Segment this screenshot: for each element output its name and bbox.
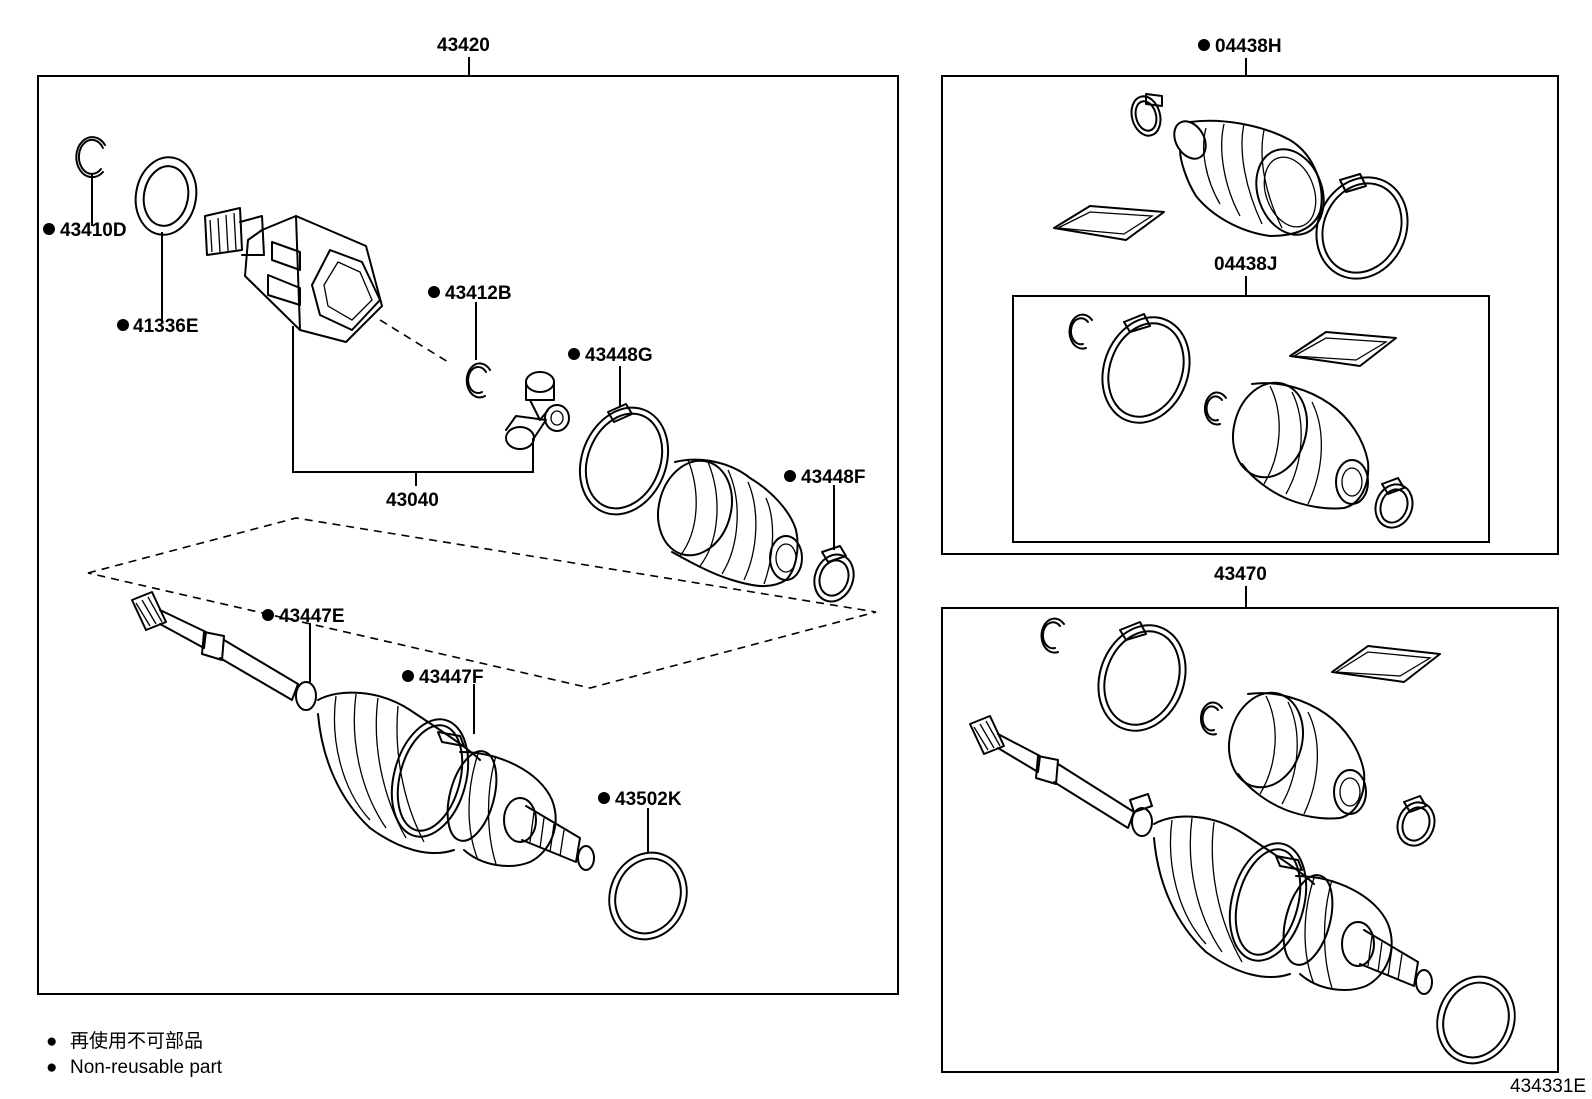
kit-h-large-clamp[interactable]: [1300, 162, 1424, 293]
shaft-assy-small-ring[interactable]: [1199, 701, 1223, 736]
legend-japanese-text: 再使用不可部品: [70, 1030, 203, 1052]
part-label-43447F: 43447F: [419, 667, 483, 688]
assembly-43470-box: 43470: [941, 564, 1559, 1073]
assembly-04438H-label: 04438H: [1215, 36, 1282, 57]
shaft-assy-outer-cv-joint[interactable]: [1153, 815, 1433, 995]
boot-clamp-43447E[interactable]: 43447E: [262, 606, 345, 682]
kit-j-large-clamp[interactable]: [1088, 305, 1204, 435]
shaft-assy-grease-packet[interactable]: [1331, 645, 1441, 683]
part-label-43448F: 43448F: [801, 467, 865, 488]
shaft-assy-drive-shaft[interactable]: [969, 715, 1153, 837]
tulip-housing[interactable]: [204, 207, 449, 363]
shaft-assy-inner-boot[interactable]: [1219, 684, 1367, 820]
kit-j-boot[interactable]: [1223, 374, 1370, 510]
assembly-43420-label: 43420: [437, 35, 490, 56]
legend-marker-1: ●: [46, 1031, 57, 1052]
inner-boot[interactable]: [648, 452, 803, 587]
boot-clamp-43448G[interactable]: 43448G: [564, 345, 683, 528]
part-label-43448G: 43448G: [585, 345, 653, 366]
shaft-assy-small-clamp[interactable]: [1392, 795, 1441, 851]
boot-clamp-43448F[interactable]: 43448F: [784, 467, 865, 607]
kit-h-small-clamp[interactable]: [1127, 93, 1164, 139]
boot-kit-04438J-box: 04438J: [1012, 254, 1490, 543]
assembly-43040-bracket: 43040: [292, 326, 534, 511]
kit-j-grease-packet[interactable]: [1289, 331, 1397, 367]
part-label-41336E: 41336E: [133, 316, 199, 337]
tripod-spider[interactable]: [505, 371, 570, 450]
tulip-snap-ring-43412B[interactable]: 43412B: [428, 283, 512, 399]
shaft-assy-snap-ring[interactable]: [1040, 617, 1065, 654]
shaft-assy-hub-ring[interactable]: [1425, 966, 1527, 1075]
legend-english-text: Non-reusable part: [70, 1057, 223, 1078]
kit-h-grease-packet[interactable]: [1053, 205, 1165, 241]
snap-ring-43410D[interactable]: 43410D: [43, 136, 127, 241]
assembly-43420-box: 43420: [37, 35, 899, 995]
legend: ● 再使用不可部品 ● Non-reusable part: [46, 1030, 223, 1078]
kit-j-small-ring[interactable]: [1203, 391, 1227, 426]
part-label-43502K: 43502K: [615, 789, 682, 810]
assembly-43470-label: 43470: [1214, 564, 1267, 585]
kit-j-snap-ring[interactable]: [1068, 313, 1093, 350]
assembly-04438J-label: 04438J: [1214, 254, 1277, 275]
assembly-43040-label: 43040: [386, 490, 439, 511]
part-label-43412B: 43412B: [445, 283, 512, 304]
kit-j-small-clamp[interactable]: [1370, 477, 1419, 533]
seal-41336E[interactable]: 41336E: [117, 152, 202, 337]
illustration-number: 434331E: [1510, 1076, 1586, 1097]
outer-cv-joint[interactable]: 43447F: [317, 667, 595, 871]
drive-shaft[interactable]: [131, 591, 317, 711]
hub-ring-43502K[interactable]: 43502K: [597, 789, 699, 950]
boot-kit-04438H-box: 04438H: [941, 36, 1559, 555]
shaft-dashed-outline: [87, 517, 877, 689]
kit-h-boot[interactable]: [1168, 116, 1335, 245]
part-label-43410D: 43410D: [60, 220, 127, 241]
legend-marker-2: ●: [46, 1057, 57, 1078]
shaft-assy-large-clamp[interactable]: [1084, 613, 1200, 743]
part-label-43447E: 43447E: [279, 606, 345, 627]
